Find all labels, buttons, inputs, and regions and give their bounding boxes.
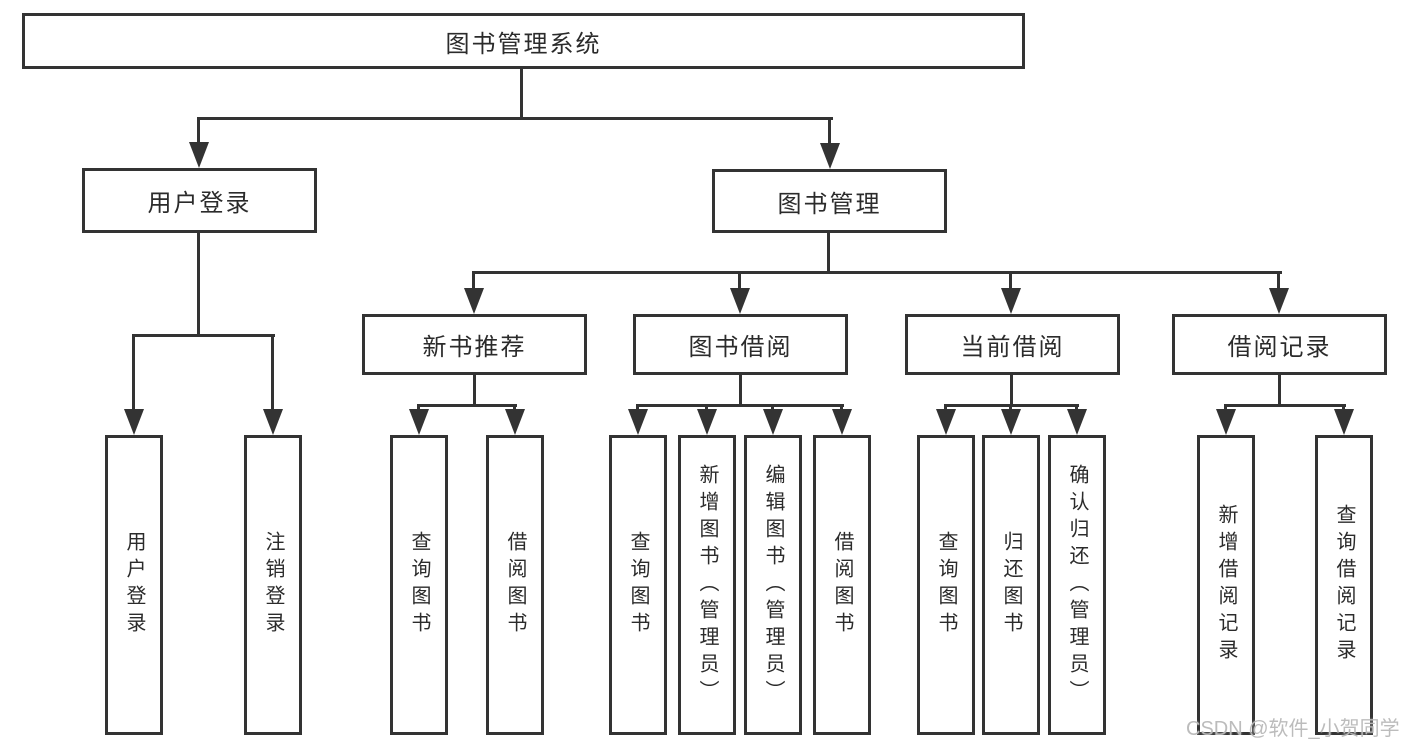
arrow-down-icon	[1334, 409, 1354, 435]
node-label: 当前借阅	[960, 334, 1065, 361]
leaf-label: 借阅图书	[831, 531, 853, 639]
leaf-label: 查询图书	[935, 531, 957, 639]
leaf-logout: 注销登录	[244, 435, 302, 735]
node-label: 新书推荐	[422, 334, 527, 361]
leaf-add-borrow-record: 新增借阅记录	[1197, 435, 1255, 735]
leaf-query-borrow-record: 查询借阅记录	[1315, 435, 1373, 735]
arrow-down-icon	[1001, 288, 1021, 314]
connector	[636, 404, 844, 407]
leaf-label: 归还图书	[1000, 531, 1022, 639]
connector	[1277, 271, 1280, 292]
arrow-down-icon	[124, 409, 144, 435]
connector	[738, 271, 741, 292]
node-current-borrow: 当前借阅	[905, 314, 1120, 375]
node-label: 图书借阅	[688, 334, 793, 361]
arrow-down-icon	[832, 409, 852, 435]
node-new-book-recommend: 新书推荐	[362, 314, 587, 375]
connector	[132, 334, 135, 412]
leaf-label: 查询图书	[408, 531, 430, 639]
watermark: CSDN @软件_小贺同学	[1186, 718, 1400, 740]
node-book-management: 图书管理	[712, 169, 947, 233]
node-label: 图书管理	[777, 190, 882, 218]
connector	[828, 117, 831, 147]
connector	[197, 117, 833, 120]
leaf-label: 编辑图书（管理员）	[762, 463, 784, 707]
leaf-user-login: 用户登录	[105, 435, 163, 735]
arrow-down-icon	[730, 288, 750, 314]
connector	[739, 375, 742, 407]
leaf-label: 新增图书（管理员）	[696, 463, 718, 707]
connector	[1224, 404, 1346, 407]
arrow-down-icon	[936, 409, 956, 435]
leaf-query-books-1: 查询图书	[390, 435, 448, 735]
leaf-label: 查询借阅记录	[1333, 504, 1355, 666]
connector	[132, 334, 275, 337]
node-user-login: 用户登录	[82, 168, 317, 233]
leaf-add-book-admin: 新增图书（管理员）	[678, 435, 736, 735]
arrow-down-icon	[505, 409, 525, 435]
arrow-down-icon	[1001, 409, 1021, 435]
connector	[417, 404, 517, 407]
leaf-borrow-books-2: 借阅图书	[813, 435, 871, 735]
arrow-down-icon	[409, 409, 429, 435]
node-label: 用户登录	[147, 190, 252, 217]
leaf-label: 注销登录	[262, 531, 284, 639]
arrow-down-icon	[189, 142, 209, 168]
leaf-confirm-return-admin: 确认归还（管理员）	[1048, 435, 1106, 735]
leaf-label: 查询图书	[627, 531, 649, 639]
arrow-down-icon	[820, 143, 840, 169]
arrow-down-icon	[464, 288, 484, 314]
leaf-edit-book-admin: 编辑图书（管理员）	[744, 435, 802, 735]
connector	[197, 233, 200, 337]
connector	[472, 271, 475, 292]
leaf-label: 借阅图书	[504, 531, 526, 639]
arrow-down-icon	[1216, 409, 1236, 435]
arrow-down-icon	[763, 409, 783, 435]
connector	[827, 233, 830, 274]
node-borrow-records: 借阅记录	[1172, 314, 1387, 375]
connector	[1009, 271, 1012, 292]
leaf-return-book: 归还图书	[982, 435, 1040, 735]
node-book-borrow: 图书借阅	[633, 314, 848, 375]
node-label: 借阅记录	[1227, 334, 1332, 361]
connector	[1278, 375, 1281, 407]
leaf-label: 确认归还（管理员）	[1066, 463, 1088, 707]
arrow-down-icon	[1269, 288, 1289, 314]
node-label: 图书管理系统	[445, 30, 602, 58]
connector	[472, 271, 1282, 274]
arrow-down-icon	[628, 409, 648, 435]
connector	[520, 69, 523, 120]
node-library-system: 图书管理系统	[22, 13, 1025, 69]
arrow-down-icon	[1067, 409, 1087, 435]
arrow-down-icon	[697, 409, 717, 435]
connector	[473, 375, 476, 407]
leaf-query-books-3: 查询图书	[917, 435, 975, 735]
leaf-label: 新增借阅记录	[1215, 504, 1237, 666]
arrow-down-icon	[263, 409, 283, 435]
leaf-query-books-2: 查询图书	[609, 435, 667, 735]
connector	[271, 334, 274, 412]
leaf-borrow-books-1: 借阅图书	[486, 435, 544, 735]
connector	[197, 117, 200, 147]
connector	[1010, 375, 1013, 407]
leaf-label: 用户登录	[123, 531, 145, 639]
